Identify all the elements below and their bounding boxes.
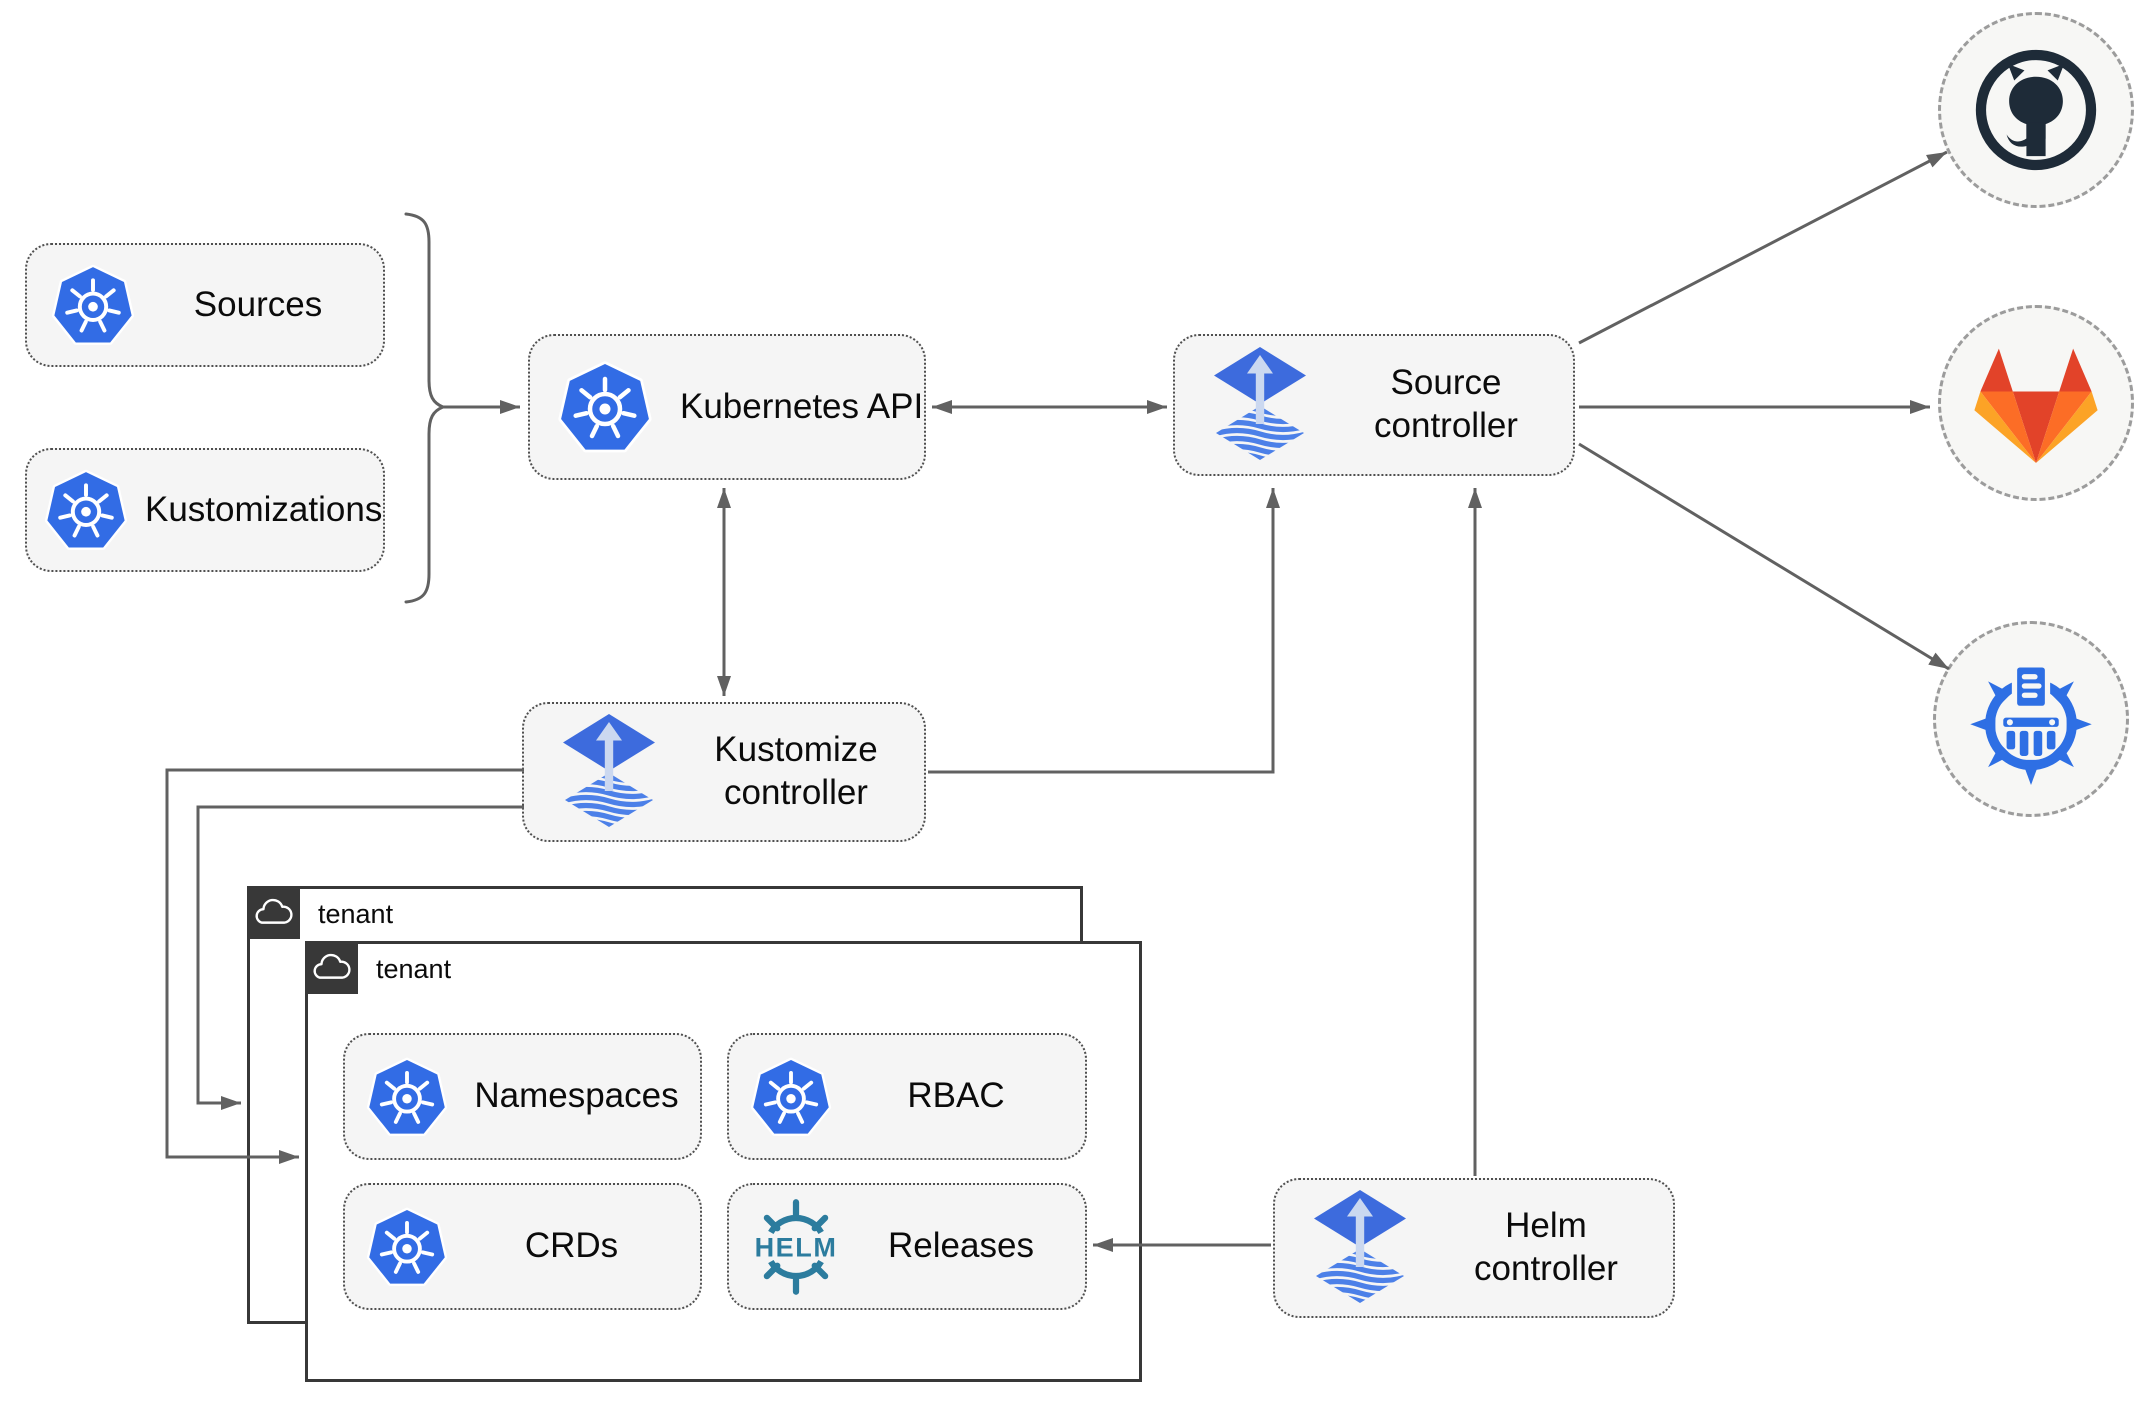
node-label: RBAC xyxy=(907,1076,1005,1116)
node-kubernetes-api: Kubernetes API xyxy=(528,334,926,480)
kubernetes-icon xyxy=(729,1053,853,1141)
node-helm-controller: Helm controller xyxy=(1273,1178,1675,1318)
flux-icon xyxy=(1275,1189,1445,1307)
node-kustomizations: Kustomizations xyxy=(25,448,385,572)
kubernetes-icon xyxy=(27,260,159,350)
node-label: Helm controller xyxy=(1474,1206,1618,1288)
node-source-controller: Source controller xyxy=(1173,334,1575,476)
helm-icon: HELM xyxy=(729,1195,863,1299)
flux-icon xyxy=(524,713,694,831)
endpoint-gitlab xyxy=(1938,305,2134,501)
tenant-tab xyxy=(305,941,358,994)
node-rbac: RBAC xyxy=(727,1033,1087,1160)
node-label: Namespaces xyxy=(474,1076,679,1116)
flux-icon xyxy=(1175,346,1345,464)
node-label: Sources xyxy=(193,284,323,324)
tenant-tab xyxy=(247,886,300,939)
harbor-registry-icon xyxy=(1965,653,2097,785)
kubernetes-icon xyxy=(27,465,145,555)
gitlab-icon xyxy=(1974,348,2098,463)
node-label: CRDs xyxy=(524,1226,619,1266)
arrow-source-to-github xyxy=(1578,150,1948,345)
node-label: Kustomize controller xyxy=(714,730,878,812)
tenant-box-front: tenant xyxy=(305,941,1142,1382)
node-kustomize-controller: Kustomize controller xyxy=(522,702,926,842)
github-icon xyxy=(1972,46,2100,174)
endpoint-harbor-registry xyxy=(1933,621,2129,817)
node-label: Kubernetes API xyxy=(680,386,924,426)
node-crds: CRDs xyxy=(343,1183,702,1310)
helm-logo-text: HELM xyxy=(755,1232,838,1262)
kubernetes-icon xyxy=(345,1203,469,1291)
arrow-kustomize-to-source-controller xyxy=(928,488,1280,774)
endpoint-github xyxy=(1938,12,2134,208)
kubernetes-icon xyxy=(345,1053,469,1141)
node-label: Kustomizations xyxy=(145,489,383,529)
arrow-source-to-harbor xyxy=(1578,442,1950,671)
tenant-label: tenant xyxy=(318,899,394,929)
cloud-icon xyxy=(254,898,293,924)
node-releases: HELM Releases xyxy=(727,1183,1087,1310)
node-sources: Sources xyxy=(25,243,385,367)
node-label: Releases xyxy=(888,1226,1034,1266)
tenant-label: tenant xyxy=(376,954,452,984)
node-namespaces: Namespaces xyxy=(343,1033,702,1160)
kubernetes-icon xyxy=(530,356,680,458)
brace-sources-group xyxy=(404,212,448,604)
node-label: Source controller xyxy=(1374,363,1518,445)
cloud-icon xyxy=(312,953,351,979)
